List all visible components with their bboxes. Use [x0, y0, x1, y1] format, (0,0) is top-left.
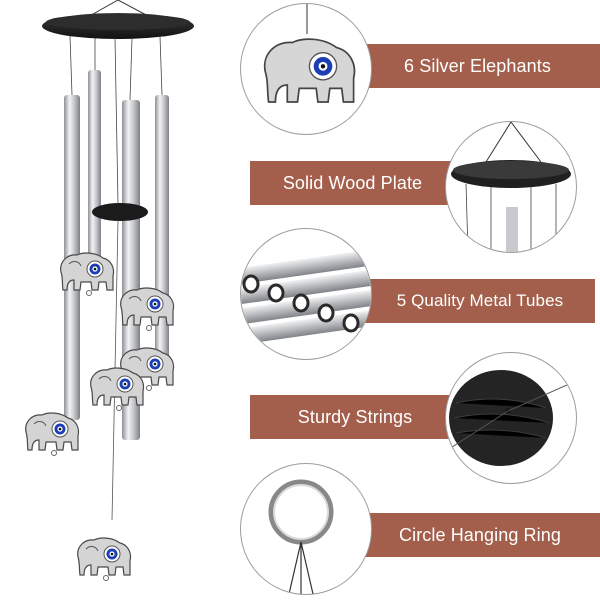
- feature-row-wood-plate: Solid Wood Plate: [235, 121, 600, 253]
- feature-row-hanging-ring: Circle Hanging Ring: [235, 463, 600, 595]
- wood-plate-icon: [445, 121, 577, 253]
- feature-label: 5 Quality Metal Tubes: [365, 279, 595, 323]
- feature-row-strings: Sturdy Strings: [235, 352, 600, 484]
- feature-label: Solid Wood Plate: [250, 161, 455, 205]
- feature-label: Circle Hanging Ring: [360, 513, 600, 557]
- feature-label: 6 Silver Elephants: [355, 44, 600, 88]
- feature-row-elephants: 6 Silver Elephants: [235, 3, 600, 135]
- elephant-charm-icon: [240, 3, 372, 135]
- string-knot-icon: [445, 352, 577, 484]
- metal-tube: [155, 95, 169, 375]
- feature-row-metal-tubes: 5 Quality Metal Tubes: [235, 228, 600, 360]
- metal-tube: [88, 70, 101, 270]
- wood-striker: [92, 203, 148, 221]
- wind-chime-product-image: [0, 0, 235, 600]
- metal-tubes-icon: [240, 228, 372, 360]
- feature-label: Sturdy Strings: [250, 395, 460, 439]
- wind-chime-illustration: [25, 0, 194, 582]
- hanging-ring-icon: [240, 463, 372, 595]
